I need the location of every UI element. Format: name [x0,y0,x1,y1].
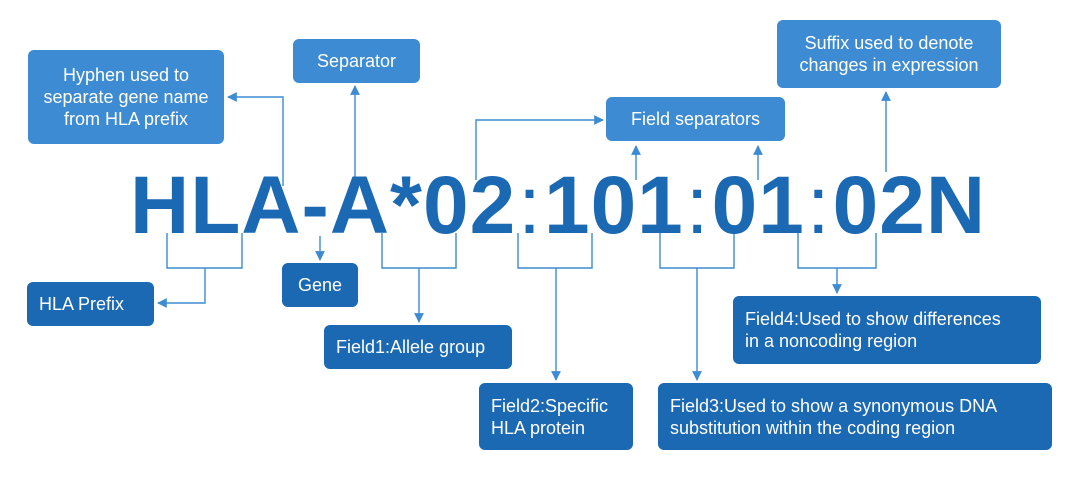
field-separator-3: : [806,160,831,251]
hla-prefix-connector [157,268,206,308]
hyphen-connector [227,92,284,186]
separator-label-text: Separator [316,51,397,71]
designation-field3: 01 [711,160,805,251]
field-separators-label: Field separators [606,97,785,141]
suffix-label-text: Suffix used to denote changes in express… [799,33,979,75]
field-separators-label-text: Field separators [630,109,761,129]
hla-prefix-label-text: HLA Prefix [39,294,125,314]
field2-label: Field2:Specific HLA protein [479,383,633,450]
hla-designation: HLA-A*02:101:01:02N [130,163,986,249]
field-separators-connector [475,115,604,180]
designation-field4-suffix: 02N [832,160,987,251]
field-separator-2: : [685,160,710,251]
suffix-label: Suffix used to denote changes in express… [777,20,1001,88]
field3-label: Field3:Used to show a synonymous DNA sub… [658,383,1052,450]
designation-prefix: HLA-A*02 [130,160,517,251]
hla-prefix-label: HLA Prefix [27,282,154,326]
gene-label: Gene [282,263,358,307]
gene-label-text: Gene [297,275,343,295]
field-separator-1: : [518,160,542,251]
designation-field2: 101 [543,160,684,251]
field4-label-text: Field4:Used to show differences in a non… [745,309,1001,351]
hyphen-label-text: Hyphen used to separate gene name from H… [43,65,209,129]
separator-label: Separator [293,39,420,83]
field1-label: Field1:Allele group [324,325,512,369]
hyphen-label: Hyphen used to separate gene name from H… [28,50,224,144]
field1-label-text: Field1:Allele group [336,337,486,357]
field2-bracket [517,233,593,269]
field3-label-text: Field3:Used to show a synonymous DNA sub… [670,395,998,438]
field4-label: Field4:Used to show differences in a non… [733,296,1041,364]
field2-label-text: Field2:Specific HLA protein [491,395,609,438]
